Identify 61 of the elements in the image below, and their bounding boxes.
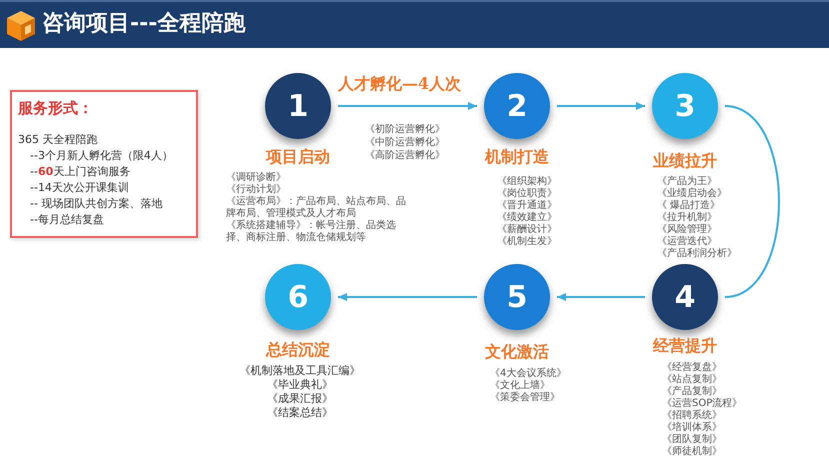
detail-item: 《 爆品打造》	[657, 200, 722, 212]
curved-connector	[724, 105, 780, 298]
detail-item: 《培训体系》	[662, 422, 723, 434]
service-item: --60天上门咨询服务	[29, 164, 132, 180]
detail-item: 《文化上墙》	[490, 380, 551, 392]
detail-item: 《组织架构》	[497, 176, 558, 188]
detail-item: 《毕业典礼》	[266, 378, 334, 392]
step-title: 业绩拉升	[653, 151, 717, 171]
step-title: 文化激活	[485, 342, 549, 362]
detail-item: 《调研诊断》	[226, 172, 287, 184]
detail-item: 《岗位职责》	[497, 188, 558, 200]
service-item: --每月总结复盘	[29, 212, 105, 228]
detail-item: 《运营迭代》	[657, 236, 718, 248]
detail-item: 《站点复制》	[662, 374, 723, 386]
detail-item: 《产品复制》	[662, 386, 723, 398]
step-number: 4	[652, 264, 718, 330]
flow-arrow	[557, 102, 645, 110]
flow-arrow	[557, 293, 645, 301]
step-title: 总结沉淀	[266, 340, 330, 360]
service-item: 365 天全程陪跑	[18, 132, 98, 148]
detail-item: 《师徒机制》	[662, 446, 723, 458]
step-title: 项目启动	[266, 147, 330, 167]
detail-item: 《绩效建立》	[497, 212, 558, 224]
note-text: 《中阶运营孵化》	[365, 137, 445, 149]
detail-item: 《产品利润分析》	[657, 248, 738, 260]
detail-item: 《4大会议系统》	[490, 368, 568, 380]
detail-item: 《产品为王》	[657, 176, 718, 188]
step-number: 2	[484, 73, 550, 139]
detail-item: 《成果汇报》	[266, 392, 334, 406]
detail-item: 《系统搭建辅导》：帐号注册、品类选择、商标注册、物流仓储规划等	[226, 220, 397, 244]
step-number: 3	[652, 73, 718, 139]
detail-item: 《机制落地及工具汇编》	[238, 364, 362, 378]
step-number: 1	[265, 73, 331, 139]
note-text: 《初阶运营孵化》	[365, 124, 445, 136]
service-item: -- 现场团队共创方案、落地	[29, 196, 164, 212]
detail-item: 《策委会管理》	[490, 392, 561, 404]
step-title: 经营提升	[653, 336, 717, 356]
detail-item: 《晋升通道》	[497, 200, 558, 212]
detail-item: 《业绩启动会》	[657, 188, 728, 200]
flow-arrow	[338, 293, 477, 301]
detail-item: 《行动计划》	[226, 184, 287, 196]
step-number: 5	[484, 264, 550, 330]
detail-item: 《风险管理》	[657, 224, 718, 236]
flow-arrow	[338, 102, 477, 110]
detail-item: 《团队复制》	[662, 434, 723, 446]
note-text: 《高阶运营孵化》	[365, 150, 445, 162]
detail-item: 《经营复盘》	[662, 362, 723, 374]
page-title: 咨询项目---全程陪跑	[42, 10, 246, 38]
service-panel	[10, 90, 198, 238]
detail-item: 《机制生发》	[497, 236, 558, 248]
service-item: --3个月新人孵化营（限4人）	[29, 148, 174, 164]
detail-item: 《运营SOP流程》	[662, 398, 744, 410]
detail-item: 《结案总结》	[266, 406, 334, 420]
step-title: 机制打造	[485, 147, 549, 167]
detail-item: 《拉升机制》	[657, 212, 718, 224]
service-item: --14天次公开课集训	[29, 180, 130, 196]
panel-heading: 服务形式：	[18, 98, 94, 118]
detail-item: 《招聘系统》	[662, 410, 723, 422]
detail-item: 《薪酬设计》	[497, 224, 558, 236]
detail-item: 《运营布局》：产品布局、站点布局、品牌布局、管理模式及人才布局	[226, 196, 407, 220]
step-number: 6	[265, 264, 331, 330]
